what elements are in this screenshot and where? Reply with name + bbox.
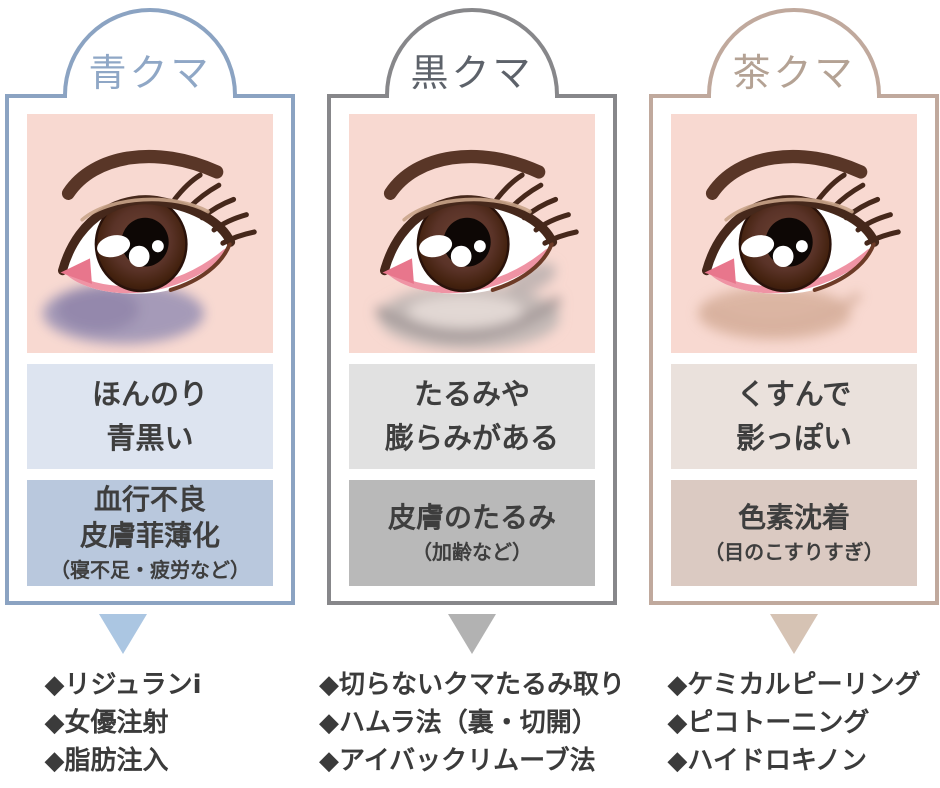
kuma-card: ほんのり 青黒い 血行不良 皮膚菲薄化 （寝不足・疲労など）	[5, 94, 295, 605]
column-title: 茶クマ	[732, 53, 856, 95]
symptom-box: たるみや 膨らみがある	[349, 364, 595, 469]
treatment-item: ◆ハイドロキノン	[667, 746, 868, 776]
cause-box: 皮膚のたるみ （加齢など）	[349, 480, 595, 586]
treatment-item: ◆女優注射	[44, 708, 169, 738]
treatment-item: ◆切らないクマたるみ取り	[319, 670, 625, 700]
treatment-list: ◆ケミカルピーリング ◆ピコトーニング ◆ハイドロキノン	[667, 666, 920, 780]
cause-note: （加齢など）	[412, 539, 532, 564]
eye-illustration-brown-kuma	[671, 114, 917, 353]
kuma-column-brown: 茶クマ くすんで 影っぽい 色素沈着 （目のこすりすぎ） ◆ケミカルピーリング	[649, 8, 939, 780]
treatment-item: ◆ピコトーニング	[667, 708, 870, 738]
symptom-line: 青黒い	[106, 420, 194, 455]
treatment-item: ◆脂肪注入	[44, 746, 169, 776]
symptom-line: くすんで	[736, 377, 852, 411]
column-title: 青クマ	[88, 53, 212, 95]
down-arrow-icon	[770, 614, 818, 654]
symptom-box: ほんのり 青黒い	[27, 364, 273, 469]
kuma-column-black: 黒クマ たるみや 膨らみがある 皮膚のたるみ （加齢など）	[319, 8, 625, 780]
cause-box: 血行不良 皮膚菲薄化 （寝不足・疲労など）	[27, 480, 273, 586]
kuma-column-blue: 青クマ ほんのり 青黒い 血行不良 皮膚菲薄化 （寝不足・疲労など） ◆リジュラ	[5, 8, 295, 780]
treatment-item: ◆ハムラ法（裏・切開）	[319, 708, 598, 738]
cause-line: 血行不良	[93, 483, 206, 517]
symptom-box: くすんで 影っぽい	[671, 364, 917, 469]
cause-line: 皮膚のたるみ	[387, 501, 556, 535]
eye-illustration-black-kuma	[349, 114, 595, 353]
symptom-line: ほんのり	[91, 377, 208, 411]
down-arrow-icon	[448, 614, 496, 654]
cause-note: （目のこすりすぎ）	[704, 539, 884, 564]
column-footer: ◆ケミカルピーリング ◆ピコトーニング ◆ハイドロキノン	[649, 614, 939, 780]
cause-line: 色素沈着	[737, 501, 850, 535]
column-footer: ◆切らないクマたるみ取り ◆ハムラ法（裏・切開） ◆アイバックリムーブ法	[319, 614, 625, 780]
under-eye-shadow-black	[374, 263, 563, 350]
treatment-item: ◆リジュランi	[44, 670, 202, 700]
kuma-card: たるみや 膨らみがある 皮膚のたるみ （加齢など）	[327, 94, 617, 605]
column-header-tab: 茶クマ	[707, 8, 881, 98]
kuma-card: くすんで 影っぽい 色素沈着 （目のこすりすぎ）	[649, 94, 939, 605]
treatment-list: ◆切らないクマたるみ取り ◆ハムラ法（裏・切開） ◆アイバックリムーブ法	[319, 666, 625, 780]
treatment-item: ◆アイバックリムーブ法	[319, 746, 596, 776]
column-header-tab: 青クマ	[63, 8, 237, 98]
eye-illustration-blue-kuma	[27, 114, 273, 353]
column-footer: ◆リジュランi ◆女優注射 ◆脂肪注入	[0, 614, 268, 780]
symptom-line: たるみや	[413, 377, 530, 411]
under-eye-shadow-blue	[42, 282, 205, 344]
treatment-list: ◆リジュランi ◆女優注射 ◆脂肪注入	[44, 666, 201, 780]
cause-line: 皮膚菲薄化	[79, 519, 220, 552]
cause-note: （寝不足・疲労など）	[50, 557, 250, 582]
column-header-tab: 黒クマ	[385, 8, 559, 98]
treatment-item: ◆ケミカルピーリング	[667, 670, 921, 700]
symptom-line: 影っぽい	[735, 420, 852, 455]
down-arrow-icon	[99, 614, 147, 654]
column-title: 黒クマ	[410, 53, 534, 95]
symptom-line: 膨らみがある	[384, 420, 559, 455]
cause-box: 色素沈着 （目のこすりすぎ）	[671, 480, 917, 586]
under-eye-shadow-brown	[697, 286, 862, 340]
